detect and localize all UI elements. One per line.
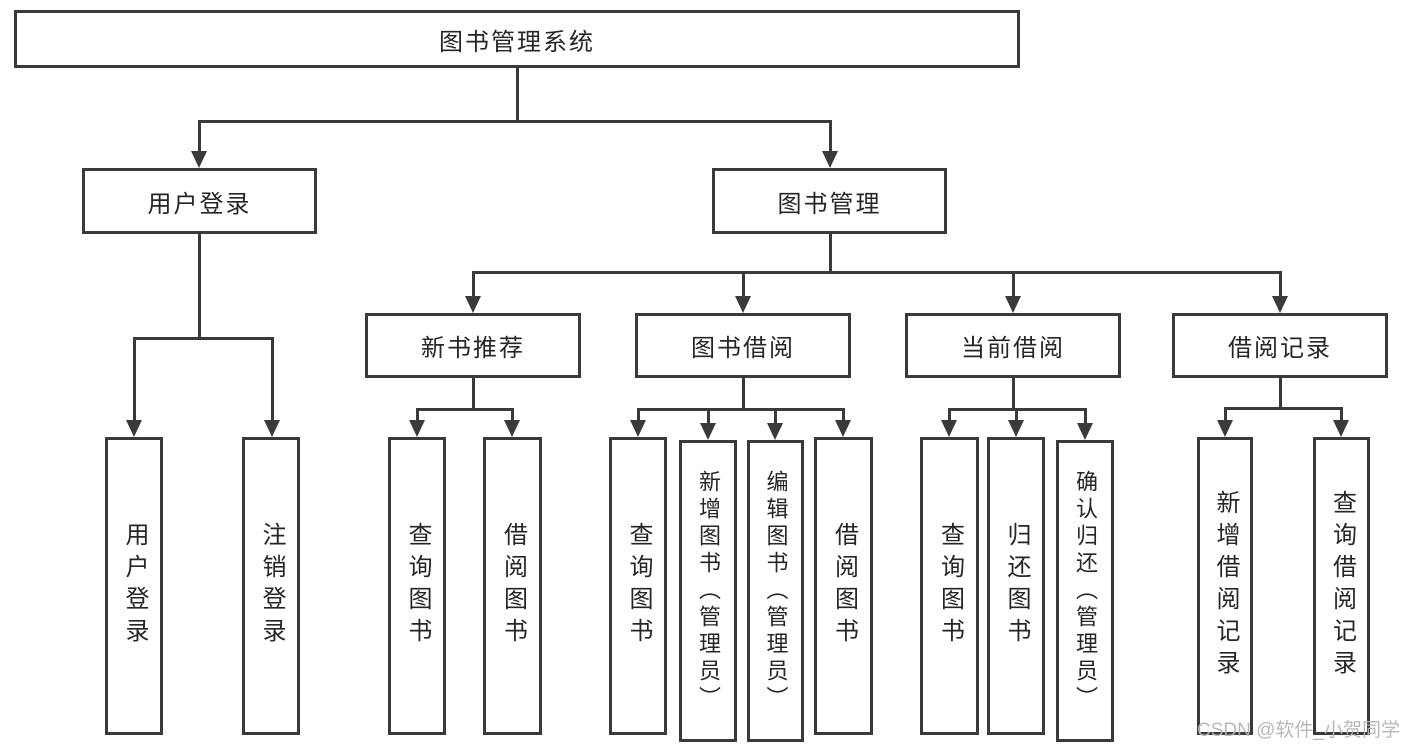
arrow-down-icon [126, 420, 142, 437]
leaf-add-book-admin: 新增图书（管理员） [679, 440, 737, 742]
arrow-down-icon [1217, 420, 1233, 437]
connector-records-stem [1278, 376, 1282, 410]
arrow-down-icon [941, 420, 957, 437]
connector-records-rail [1224, 407, 1342, 410]
connector-drop [828, 120, 832, 153]
connector-root-stem [515, 68, 519, 123]
node-library-system-label: 图书管理系统 [439, 28, 595, 56]
leaf-borrow-books-2: 借阅图书 [814, 437, 873, 735]
connector-book-mgmt-rail [472, 271, 1281, 274]
arrow-down-icon [191, 151, 207, 168]
arrow-down-icon [1077, 423, 1093, 440]
arrow-down-icon [822, 151, 838, 168]
leaf-return-books: 归还图书 [987, 437, 1045, 735]
arrow-down-icon [735, 296, 751, 313]
connector-current-borrow-stem [1011, 378, 1015, 411]
connector-drop [510, 408, 514, 422]
connector-root-rail [198, 120, 831, 123]
connector-drop [471, 271, 475, 298]
node-current-borrowing-label: 当前借阅 [961, 335, 1065, 362]
leaf-user-login: 用户登录 [105, 437, 163, 735]
leaf-search-books-3-label: 查询图书 [936, 522, 964, 650]
node-book-management: 图书管理 [712, 168, 947, 234]
arrow-down-icon [1333, 420, 1349, 437]
arrow-down-icon [700, 423, 716, 440]
leaf-edit-book-admin: 编辑图书（管理员） [747, 440, 804, 742]
connector-drop [415, 408, 419, 422]
leaf-borrow-books-2-label: 借阅图书 [830, 522, 858, 650]
arrow-down-icon [504, 420, 520, 437]
connector-drop [1223, 407, 1227, 422]
node-borrowing-records-label: 借阅记录 [1228, 335, 1332, 362]
leaf-borrow-books-1: 借阅图书 [483, 437, 542, 735]
leaf-add-book-admin-label: 新增图书（管理员） [696, 469, 721, 713]
connector-drop [1083, 408, 1087, 425]
arrow-down-icon [835, 420, 851, 437]
connector-book-mgmt-stem [828, 234, 832, 274]
node-book-borrowing: 图书借阅 [635, 313, 851, 378]
leaf-return-books-label: 归还图书 [1003, 522, 1030, 650]
leaf-user-login-label: 用户登录 [121, 522, 148, 650]
connector-drop [132, 337, 136, 422]
connector-drop [1278, 271, 1282, 298]
node-user-login: 用户登录 [82, 168, 317, 234]
connector-user-login-stem [197, 234, 201, 340]
leaf-search-books-3: 查询图书 [920, 437, 979, 735]
arrow-down-icon [767, 423, 783, 440]
connector-drop [947, 408, 951, 422]
leaf-search-books-2-label: 查询图书 [625, 522, 652, 650]
leaf-borrow-books-1-label: 借阅图书 [499, 522, 527, 650]
connector-user-login-rail [133, 337, 273, 340]
leaf-logout-label: 注销登录 [258, 522, 285, 650]
connector-book-borrow-stem [741, 378, 745, 411]
leaf-search-books-1-label: 查询图书 [404, 522, 431, 650]
arrow-down-icon [1008, 420, 1024, 437]
connector-new-book-stem [471, 378, 475, 411]
leaf-confirm-return-admin-label: 确认归还（管理员） [1073, 469, 1098, 713]
node-library-system: 图书管理系统 [14, 10, 1020, 68]
leaf-logout: 注销登录 [242, 437, 300, 735]
leaf-search-borrow-record-label: 查询借阅记录 [1328, 490, 1356, 682]
connector-drop [741, 271, 745, 298]
arrow-down-icon [264, 420, 280, 437]
leaf-add-borrow-record-label: 新增借阅记录 [1212, 490, 1239, 682]
connector-drop [706, 408, 710, 425]
connector-drop [841, 408, 845, 422]
connector-new-book-rail [416, 408, 513, 411]
node-book-management-label: 图书管理 [777, 190, 882, 218]
node-new-book-recommend-label: 新书推荐 [421, 335, 525, 362]
leaf-search-borrow-record: 查询借阅记录 [1313, 437, 1370, 735]
connector-drop [773, 408, 777, 425]
leaf-search-books-2: 查询图书 [609, 437, 667, 735]
leaf-edit-book-admin-label: 编辑图书（管理员） [763, 469, 789, 713]
connector-drop [1339, 407, 1343, 422]
node-current-borrowing: 当前借阅 [905, 313, 1121, 378]
connector-book-borrow-rail [637, 408, 844, 411]
node-borrowing-records: 借阅记录 [1172, 313, 1388, 378]
arrow-down-icon [1005, 296, 1021, 313]
connector-drop [1011, 271, 1015, 298]
node-new-book-recommend: 新书推荐 [365, 313, 581, 378]
connector-drop [636, 408, 640, 422]
connector-drop [1014, 408, 1018, 422]
leaf-search-books-1: 查询图书 [388, 437, 446, 735]
arrow-down-icon [465, 296, 481, 313]
arrow-down-icon [409, 420, 425, 437]
connector-drop [270, 337, 274, 422]
arrow-down-icon [630, 420, 646, 437]
watermark-text: CSDN @软件_小贺同学 [1197, 720, 1400, 741]
leaf-add-borrow-record: 新增借阅记录 [1197, 437, 1253, 735]
node-book-borrowing-label: 图书借阅 [691, 335, 795, 362]
connector-drop [197, 120, 201, 153]
arrow-down-icon [1272, 296, 1288, 313]
node-user-login-label: 用户登录 [147, 190, 252, 218]
leaf-confirm-return-admin: 确认归还（管理员） [1056, 440, 1114, 742]
